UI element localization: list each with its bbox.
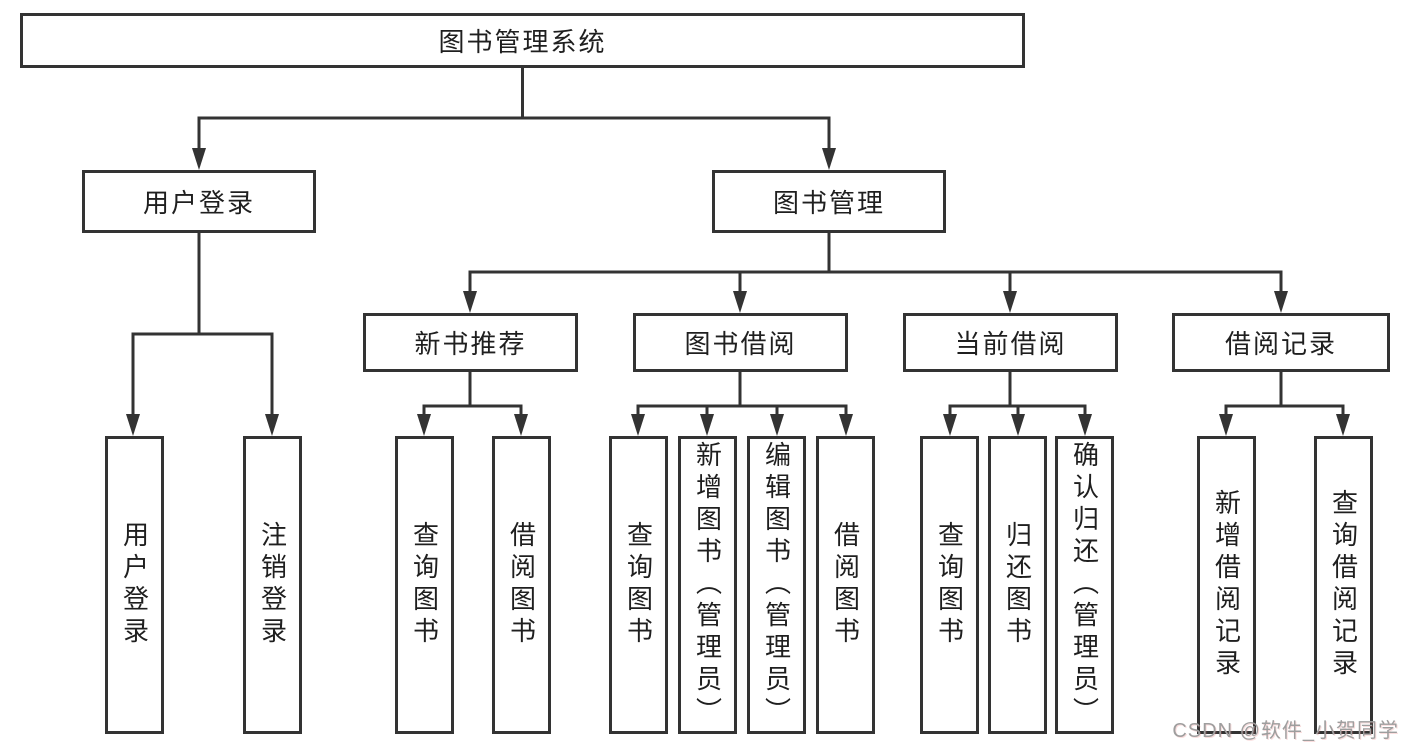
node-current-borrowing: 当前借阅 (903, 313, 1118, 372)
leaf-user-login: 用户登录 (105, 436, 164, 734)
node-library-management-system: 图书管理系统 (20, 13, 1025, 68)
leaf-query-borrow-record: 查询借阅记录 (1314, 436, 1373, 734)
leaf-query-books-borrowing: 查询图书 (609, 436, 668, 734)
arrowheads (126, 148, 1350, 436)
leaf-borrow-books-recommend: 借阅图书 (492, 436, 551, 734)
leaf-confirm-return-admin: 确认归还（管理员） (1055, 436, 1114, 734)
leaf-logout: 注销登录 (243, 436, 302, 734)
node-book-management: 图书管理 (712, 170, 946, 233)
leaf-edit-books-admin: 编辑图书（管理员） (747, 436, 806, 734)
leaf-add-books-admin: 新增图书（管理员） (678, 436, 737, 734)
node-new-book-recommendation: 新书推荐 (363, 313, 578, 372)
leaf-borrow-books: 借阅图书 (816, 436, 875, 734)
leaf-add-borrow-record: 新增借阅记录 (1197, 436, 1256, 734)
node-borrowing-records: 借阅记录 (1172, 313, 1390, 372)
leaf-return-books: 归还图书 (988, 436, 1047, 734)
csdn-watermark: CSDN @软件_小贺同学 (1172, 720, 1399, 742)
leaf-query-books-recommend: 查询图书 (395, 436, 454, 734)
node-user-login-branch: 用户登录 (82, 170, 316, 233)
leaf-query-books-current: 查询图书 (920, 436, 979, 734)
node-book-borrowing: 图书借阅 (633, 313, 848, 372)
